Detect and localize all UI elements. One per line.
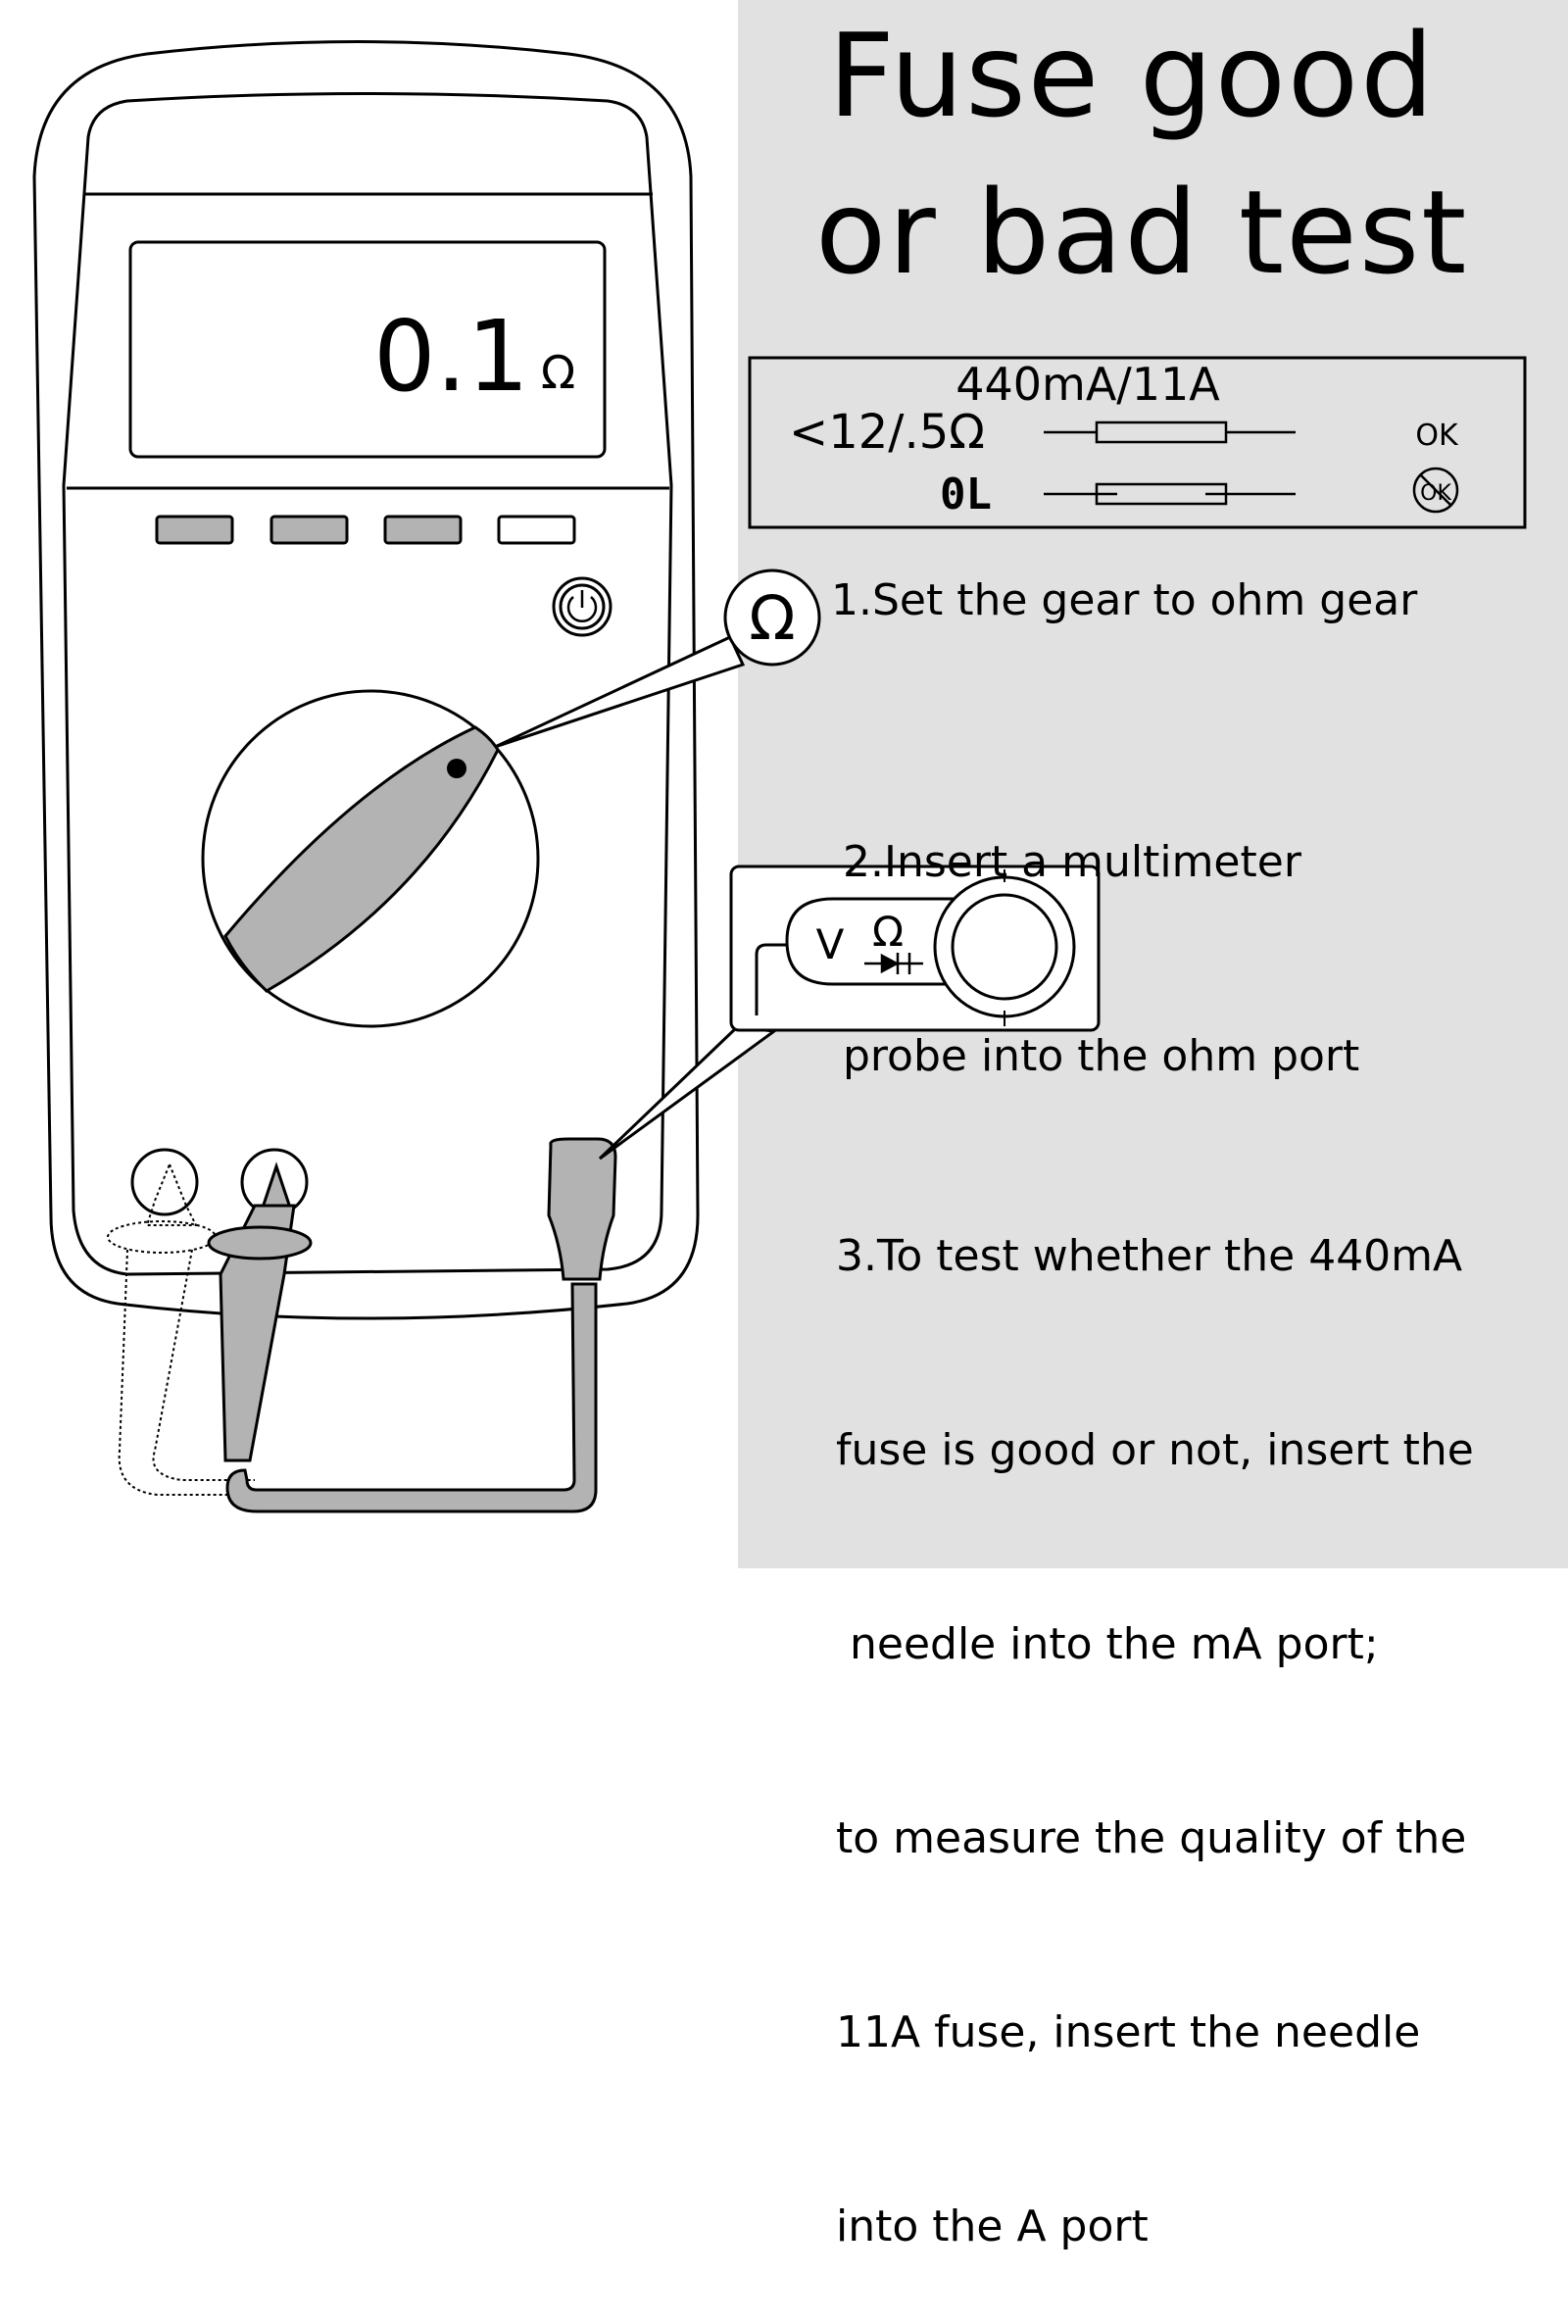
- lcd-reading: 0.1: [373, 299, 529, 414]
- step-3-line: 3.To test whether the 440mA: [836, 1231, 1463, 1281]
- step-2-line: 2.Insert a multimeter: [843, 837, 1301, 887]
- ohm-setting-bubble: [723, 569, 821, 667]
- ohm-setting-symbol: Ω: [749, 582, 795, 654]
- step-1-text: 1.Set the gear to ohm gear: [831, 575, 1418, 625]
- dial-pointer-dot: [447, 759, 466, 778]
- good-fuse-symbol: [1044, 420, 1296, 444]
- lcd-unit: Ω: [541, 346, 575, 399]
- multimeter: [32, 40, 700, 1320]
- port-v-label: V: [816, 920, 845, 968]
- dial-callout: [494, 569, 821, 749]
- function-button-1[interactable]: [155, 515, 234, 545]
- black-probe-guard: [207, 1225, 313, 1261]
- step-2-text: 2.Insert a multimeter probe into the ohm…: [843, 701, 1359, 1154]
- function-button-4[interactable]: [497, 515, 576, 545]
- good-fuse-status: OK: [1415, 419, 1459, 453]
- port-callout: [598, 865, 1101, 1161]
- function-button-2[interactable]: [270, 515, 349, 545]
- blown-fuse-symbol: [1044, 482, 1296, 506]
- port-trace: [755, 943, 787, 1015]
- dial-knob[interactable]: [223, 725, 500, 993]
- step-3-line: 11A fuse, insert the needle: [836, 2007, 1421, 2057]
- fuse-test-illustration: 0.1 Ω Ω 440mA/11A <12/.5Ω OK 0L OK: [32, 0, 1568, 1568]
- blown-fuse-reading: 0L: [940, 470, 992, 519]
- step-3-text: 3.To test whether the 440mA fuse is good…: [836, 1095, 1474, 2324]
- step-3-line: needle into the mA port;: [836, 1619, 1379, 1669]
- instruction-panel: [738, 0, 1568, 1568]
- fuse-rating-header: 440mA/11A: [956, 358, 1220, 411]
- black-probe-handle: [219, 1204, 296, 1462]
- step-3-line: into the A port: [836, 2201, 1149, 2251]
- good-fuse-reading: <12/.5Ω: [789, 405, 985, 460]
- step-3-line: to measure the quality of the: [836, 1813, 1467, 1863]
- black-probe: [207, 1137, 617, 1513]
- power-icon: [566, 590, 598, 622]
- com-port[interactable]: [130, 1148, 199, 1216]
- title-line-2: or bad test: [815, 165, 1469, 300]
- ohm-port-jack-inner: [951, 893, 1058, 1001]
- function-button-3[interactable]: [383, 515, 463, 545]
- port-ohm-label: Ω: [872, 908, 904, 956]
- diode-icon: [864, 953, 923, 974]
- probe-lead-wire: [225, 1282, 598, 1513]
- lcd-screen: [128, 240, 607, 459]
- not-ok-icon: [1412, 467, 1459, 514]
- red-plug: [547, 1137, 617, 1281]
- blown-fuse-status: OK: [1420, 481, 1451, 506]
- step-2-line: probe into the ohm port: [843, 1031, 1360, 1081]
- fuse-reference-table: [748, 356, 1527, 529]
- step-3-line: fuse is good or not, insert the: [836, 1425, 1474, 1475]
- title-line-1: Fuse good: [828, 8, 1436, 143]
